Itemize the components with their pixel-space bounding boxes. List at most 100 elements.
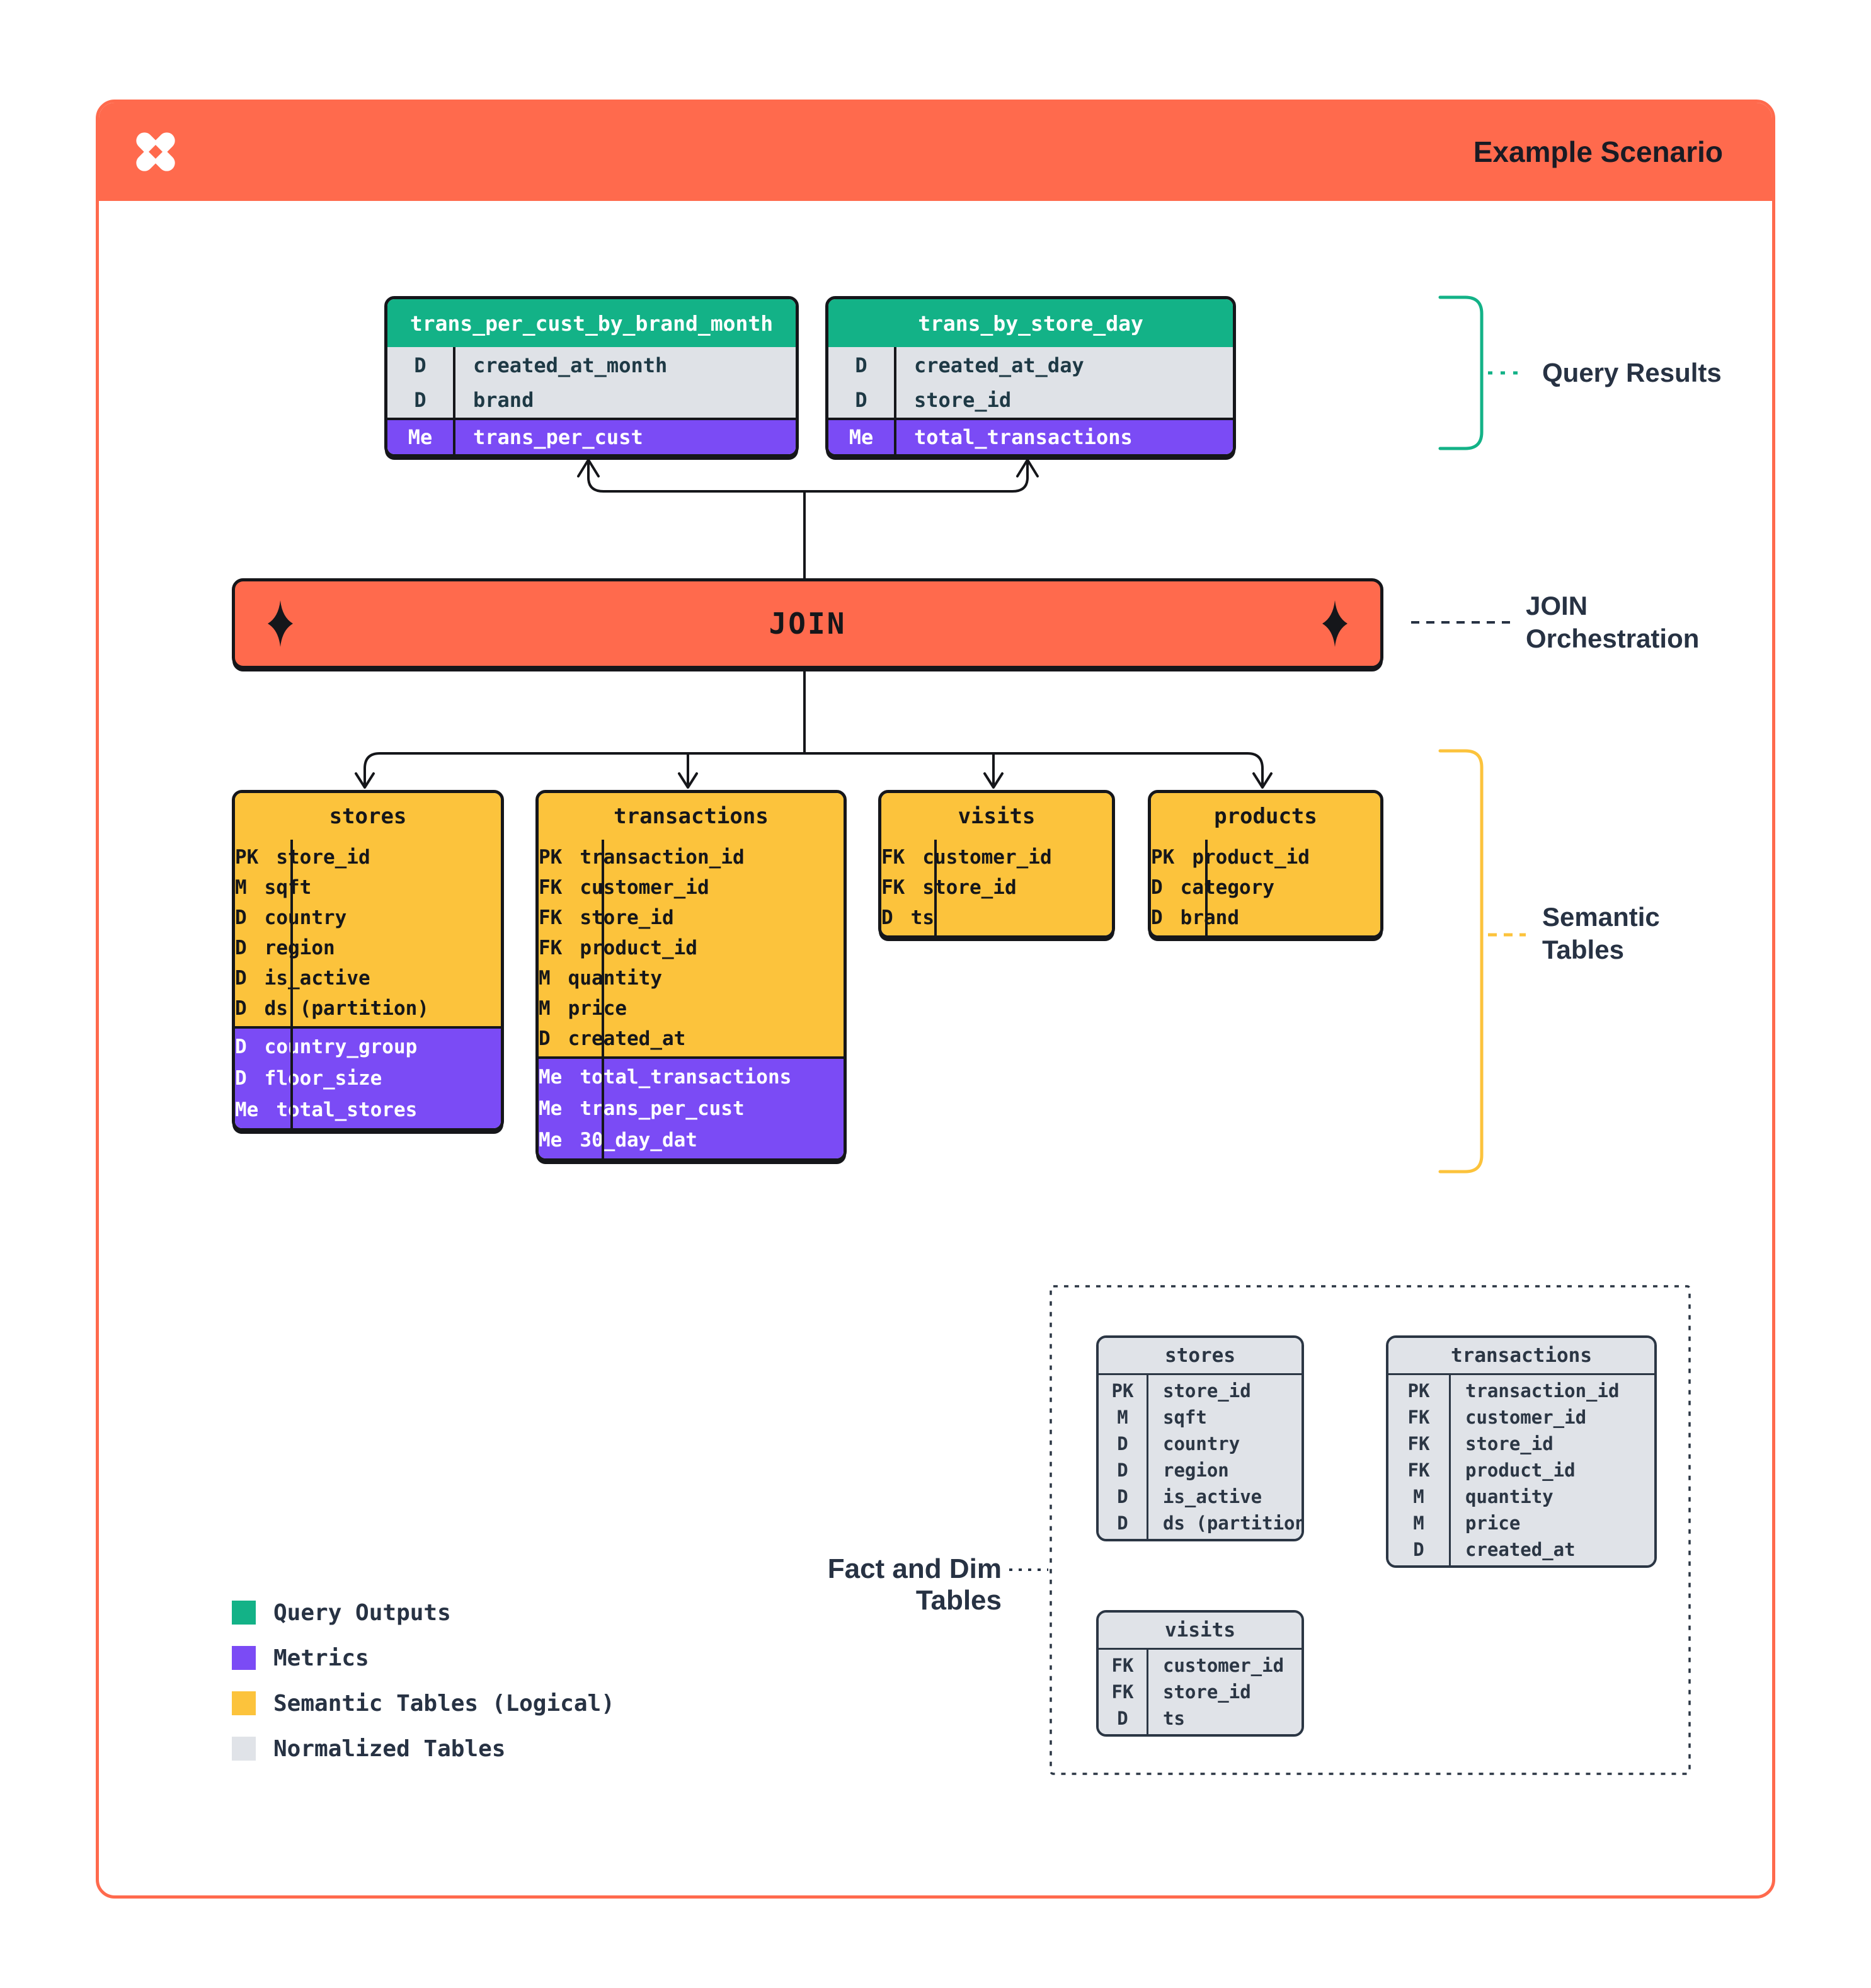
field-name: store_id bbox=[914, 387, 1012, 412]
legend-label: Metrics bbox=[273, 1645, 369, 1671]
table-row: PK store_id bbox=[235, 842, 501, 872]
field-kind: D bbox=[539, 1027, 551, 1050]
key-divider bbox=[453, 347, 455, 454]
field-name: store_id bbox=[276, 846, 370, 869]
field-name: is_active bbox=[264, 967, 370, 990]
query-result-table: trans_by_store_day D created_at_day D st… bbox=[825, 296, 1236, 457]
field-name: region bbox=[1163, 1460, 1229, 1481]
field-kind: FK bbox=[881, 846, 905, 869]
field-name: total_transactions bbox=[914, 425, 1133, 449]
table-row: Me total_transactions bbox=[828, 420, 1233, 454]
table-title: visits bbox=[881, 793, 1112, 840]
field-name: product_id bbox=[1465, 1460, 1576, 1481]
field-name: ts bbox=[910, 906, 934, 929]
field-name: store_id bbox=[922, 876, 1017, 899]
field-kind: D bbox=[235, 1067, 247, 1090]
field-kind: Me bbox=[235, 1099, 259, 1121]
field-kind: FK bbox=[1407, 1407, 1430, 1428]
field-kind: D bbox=[235, 937, 247, 959]
field-kind: D bbox=[1151, 876, 1163, 899]
field-name: created_at bbox=[1465, 1539, 1576, 1560]
field-name: store_id bbox=[1163, 1681, 1251, 1703]
field-kind: PK bbox=[235, 846, 259, 869]
field-kind: PK bbox=[539, 846, 563, 869]
field-kind: Me bbox=[539, 1129, 563, 1151]
field-kind: FK bbox=[1111, 1681, 1134, 1703]
field-name: customer_id bbox=[922, 846, 1052, 869]
table-row: FK customer_id bbox=[539, 872, 844, 903]
key-divider bbox=[290, 840, 293, 1128]
field-kind: D bbox=[235, 1036, 247, 1058]
field-kind: D bbox=[881, 906, 893, 929]
field-kind: D bbox=[1117, 1460, 1128, 1481]
table-row: D brand bbox=[387, 382, 796, 417]
normalized-tables-swatch-icon bbox=[232, 1737, 256, 1761]
field-name: country bbox=[264, 906, 347, 929]
page-title: Example Scenario bbox=[1473, 135, 1723, 168]
table-row: D created_at_month bbox=[387, 348, 796, 382]
card-header-bar: Example Scenario bbox=[99, 103, 1772, 201]
field-kind: D bbox=[414, 353, 426, 377]
field-kind: FK bbox=[539, 876, 563, 899]
legend-label: Semantic Tables (Logical) bbox=[273, 1690, 615, 1717]
field-name: floor_size bbox=[264, 1067, 382, 1090]
field-name: quantity bbox=[1465, 1486, 1553, 1507]
field-name: brand bbox=[473, 387, 534, 412]
metrics-swatch-icon bbox=[232, 1646, 256, 1670]
join-label: JOIN bbox=[769, 607, 847, 641]
join-orchestration-line1: JOIN bbox=[1526, 591, 1588, 620]
field-kind: FK bbox=[1111, 1655, 1134, 1676]
field-name: trans_per_cust bbox=[473, 425, 643, 449]
table-title: visits bbox=[1099, 1613, 1302, 1650]
legend-item: Query Outputs bbox=[232, 1600, 615, 1626]
field-kind: D bbox=[1413, 1539, 1424, 1560]
table-row: FK store_id bbox=[1388, 1431, 1654, 1457]
field-kind: D bbox=[1117, 1433, 1128, 1454]
table-title: products bbox=[1151, 793, 1380, 840]
field-kind: D bbox=[235, 967, 247, 990]
field-name: ds (partition) bbox=[1163, 1512, 1304, 1534]
field-name: is_active bbox=[1163, 1486, 1262, 1507]
field-name: store_id bbox=[580, 906, 674, 929]
field-kind: FK bbox=[1407, 1433, 1430, 1454]
field-name: customer_id bbox=[580, 876, 709, 899]
join-orchestration-bar: JOIN bbox=[232, 578, 1383, 669]
field-kind: FK bbox=[881, 876, 905, 899]
field-name: created_at bbox=[568, 1027, 686, 1050]
sparkle-icon bbox=[1322, 600, 1347, 647]
table-row: FK customer_id bbox=[881, 842, 1112, 872]
sparkle-icon bbox=[268, 600, 293, 647]
field-name: price bbox=[1465, 1512, 1521, 1534]
semantic-tables-swatch-icon bbox=[232, 1691, 256, 1715]
field-name: store_id bbox=[1465, 1433, 1553, 1454]
field-kind: Me bbox=[539, 1097, 563, 1120]
key-divider bbox=[602, 840, 604, 1158]
field-kind: PK bbox=[1151, 846, 1175, 869]
table-row: FK store_id bbox=[881, 872, 1112, 903]
field-kind: D bbox=[855, 353, 867, 377]
table-title: transactions bbox=[1388, 1338, 1654, 1375]
